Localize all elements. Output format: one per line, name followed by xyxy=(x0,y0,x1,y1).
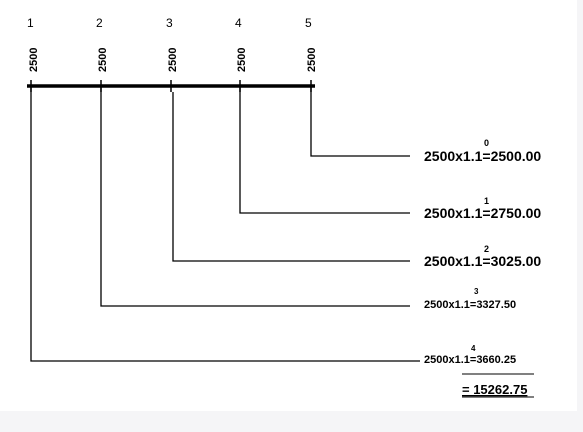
diagram-canvas: 1 2 3 4 5 2500 2500 2500 2500 2500 2500x… xyxy=(27,16,542,398)
equation-3-exponent: 3 xyxy=(474,287,479,296)
equation-2: 2500x1.1=3025.00 xyxy=(424,253,541,269)
period-label-3: 3 xyxy=(166,16,173,30)
payment-amount-4: 2500 xyxy=(236,48,248,72)
equation-4-exponent: 4 xyxy=(471,344,476,353)
connector-period-5 xyxy=(310,86,410,157)
period-label-2: 2 xyxy=(96,16,103,30)
future-value-diagram: 1 2 3 4 5 2500 2500 2500 2500 2500 2500x… xyxy=(27,16,541,398)
period-label-5: 5 xyxy=(305,16,312,30)
payment-amount-5: 2500 xyxy=(306,48,318,72)
period-label-4: 4 xyxy=(235,16,242,30)
equation-0: 2500x1.1=2500.00 xyxy=(424,148,541,164)
total-value: = 15262.75 xyxy=(462,382,527,397)
equation-0-exponent: 0 xyxy=(484,138,489,148)
equation-1: 2500x1.1=2750.00 xyxy=(424,205,541,221)
connector-period-4 xyxy=(239,86,410,214)
equation-4: 2500x1.1=3660.25 xyxy=(424,354,516,366)
equation-2-exponent: 2 xyxy=(484,244,489,254)
period-label-1: 1 xyxy=(27,16,34,30)
connector-period-2 xyxy=(100,86,410,307)
equation-1-exponent: 1 xyxy=(484,196,489,206)
connector-period-1 xyxy=(30,86,420,362)
payment-amount-1: 2500 xyxy=(28,48,40,72)
payment-amount-3: 2500 xyxy=(167,48,179,72)
connector-period-3 xyxy=(172,92,410,262)
payment-amount-2: 2500 xyxy=(97,48,109,72)
equation-3: 2500x1.1=3327.50 xyxy=(424,299,516,311)
